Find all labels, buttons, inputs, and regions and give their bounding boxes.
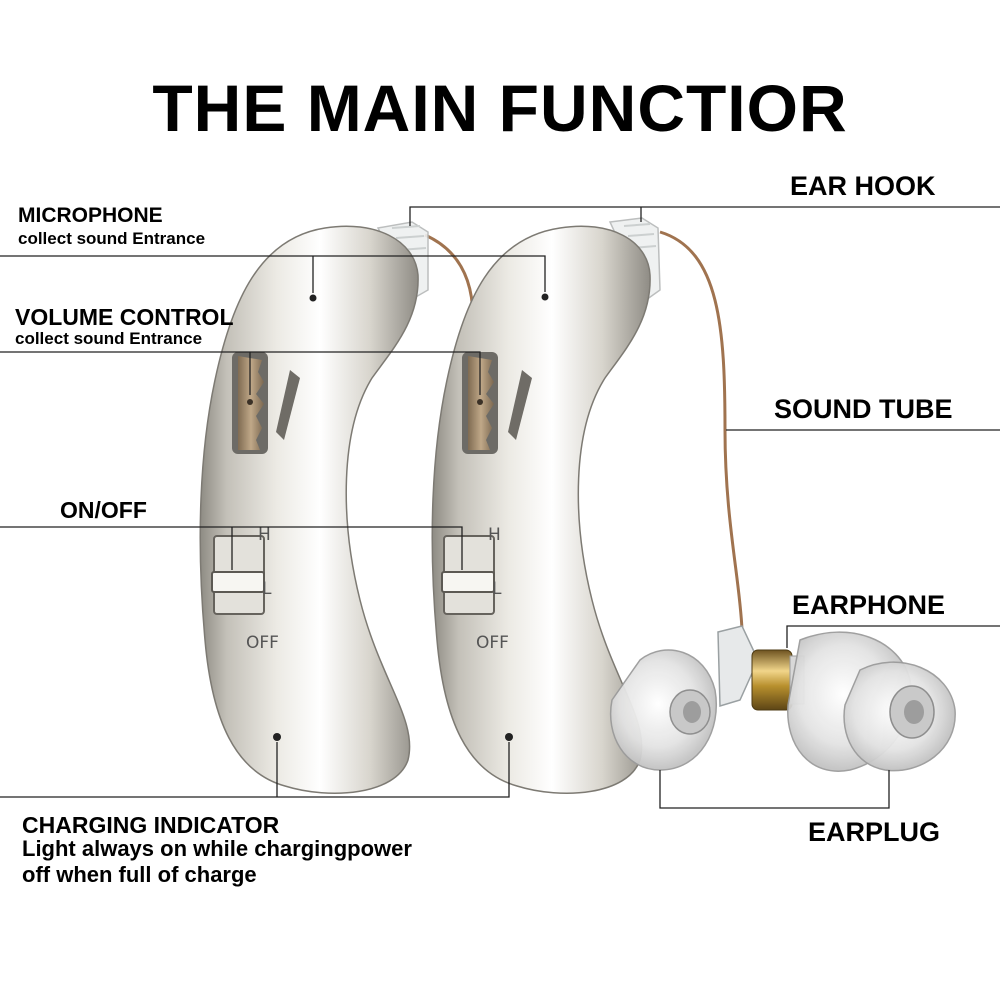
switch-mark-high-left: H [258,525,271,545]
label-earphone: EARPHONE [792,590,946,620]
leader-on-off [0,526,463,570]
leader-earphone [786,625,1000,648]
earplug-dome-left [610,649,717,771]
microphone-hole-right [541,293,549,301]
label-volume-control: VOLUME CONTROL [15,304,234,330]
volume-wheel-left [232,352,268,454]
leader-lines [0,206,1000,809]
microphone-hole-left [309,294,317,302]
leader-volume [0,351,481,395]
volume-wheel-right [462,352,498,454]
leader-microphone [0,255,546,292]
label-charging-indicator: CHARGING INDICATOR [22,812,280,838]
page-title: THE MAIN FUNCTIOR [152,71,848,145]
label-microphone: MICROPHONE [18,204,163,227]
label-charging-line2: off when full of charge [22,862,257,887]
switch-mark-off-left: OFF [246,633,279,653]
charging-indicator-right [505,733,513,741]
switch-mark-high-right: H [488,525,501,545]
label-ear-hook: EAR HOOK [790,171,936,201]
label-charging-line1: Light always on while chargingpower [22,836,412,861]
charging-indicator-left [273,733,281,741]
label-volume-control-subtitle: collect sound Entrance [15,329,203,348]
leader-earplug [659,770,890,809]
label-on-off: ON/OFF [60,497,147,523]
switch-mark-low-right: L [492,579,502,599]
on-off-switch-left [211,535,265,615]
switch-mark-off-right: OFF [476,633,509,653]
leader-ear-hook [409,206,1000,226]
on-off-switch-right [441,535,495,615]
switch-mark-low-left: L [262,579,272,599]
earplug-dome-right [787,631,956,772]
label-sound-tube: SOUND TUBE [774,394,953,424]
sound-tube-right [659,230,744,631]
label-earplug: EARPLUG [808,817,941,847]
leader-charging [0,742,510,798]
label-microphone-subtitle: collect sound Entrance [18,229,206,248]
